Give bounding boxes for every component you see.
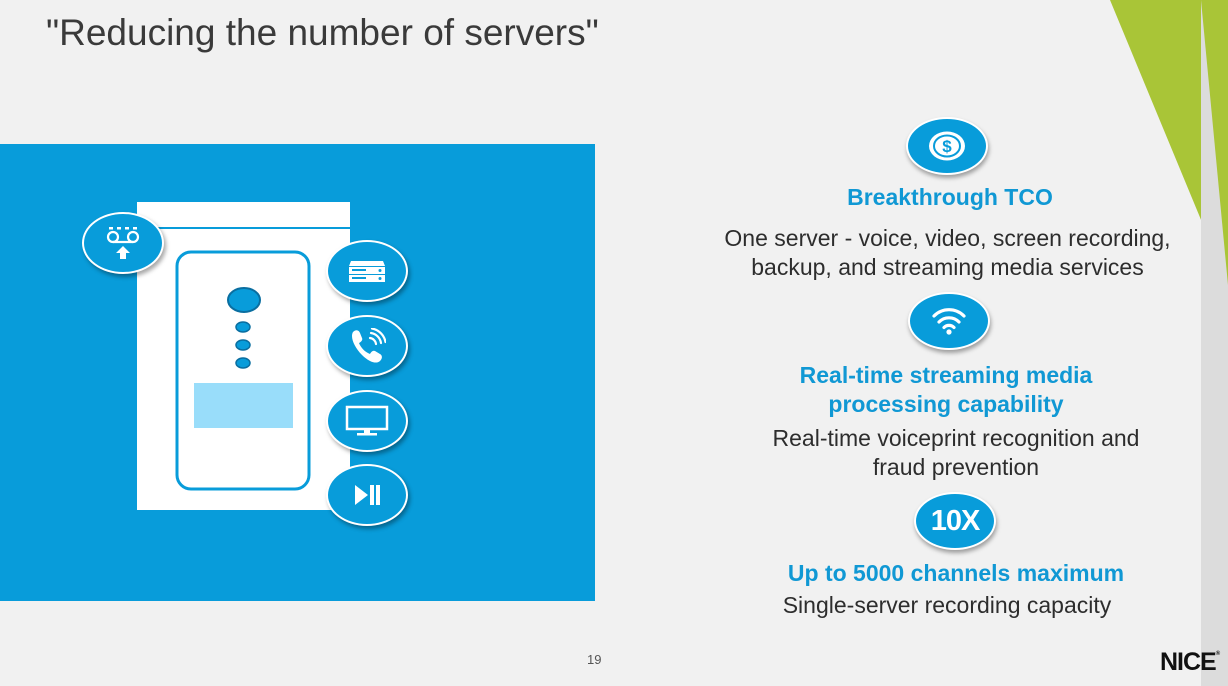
- feature-desc-streaming: Real-time voiceprint recognition and fra…: [706, 424, 1206, 482]
- feature-title-line: Real-time streaming media: [799, 362, 1093, 388]
- voicemail-upload-icon: [82, 212, 164, 274]
- server-document-illustration: [137, 202, 350, 510]
- slide-title: "Reducing the number of servers": [46, 12, 599, 53]
- feature-desc-line: Real-time voiceprint recognition and: [772, 425, 1140, 451]
- page-number: 19: [587, 652, 602, 667]
- svg-text:$: $: [942, 137, 952, 156]
- feature-desc-line: fraud prevention: [872, 454, 1040, 480]
- feature-title-channels: Up to 5000 channels maximum: [706, 559, 1206, 588]
- 10x-badge: 10X: [914, 492, 996, 550]
- badge-label: 10X: [930, 504, 981, 537]
- illustration-panel: [0, 144, 595, 601]
- right-edge-strip: [1201, 0, 1228, 686]
- feature-title-line: Up to 5000 channels maximum: [787, 560, 1125, 586]
- monitor-icon: [326, 390, 408, 452]
- logo-text: NICE: [1160, 648, 1217, 676]
- dollar-icon: $: [906, 117, 988, 175]
- feature-title-tco: Breakthrough TCO: [720, 183, 1180, 212]
- play-pause-icon: [326, 464, 408, 526]
- feature-desc-line: One server - voice, video, screen record…: [724, 225, 1171, 251]
- feature-desc-tco: One server - voice, video, screen record…: [680, 224, 1215, 282]
- feature-title-streaming: Real-time streaming media processing cap…: [716, 361, 1176, 419]
- server-icon: [326, 240, 408, 302]
- corner-accent-shape: [1110, 0, 1228, 285]
- feature-title-line: processing capability: [828, 391, 1064, 417]
- feature-desc-line: backup, and streaming media services: [751, 254, 1144, 280]
- feature-desc-line: Single-server recording capacity: [782, 592, 1112, 618]
- wifi-icon: [908, 292, 990, 350]
- phone-call-icon: [326, 315, 408, 377]
- feature-desc-channels: Single-server recording capacity: [697, 591, 1197, 620]
- nice-logo: NICE®: [1160, 648, 1220, 677]
- feature-title-line: Breakthrough TCO: [847, 184, 1053, 210]
- registered-mark: ®: [1215, 651, 1221, 657]
